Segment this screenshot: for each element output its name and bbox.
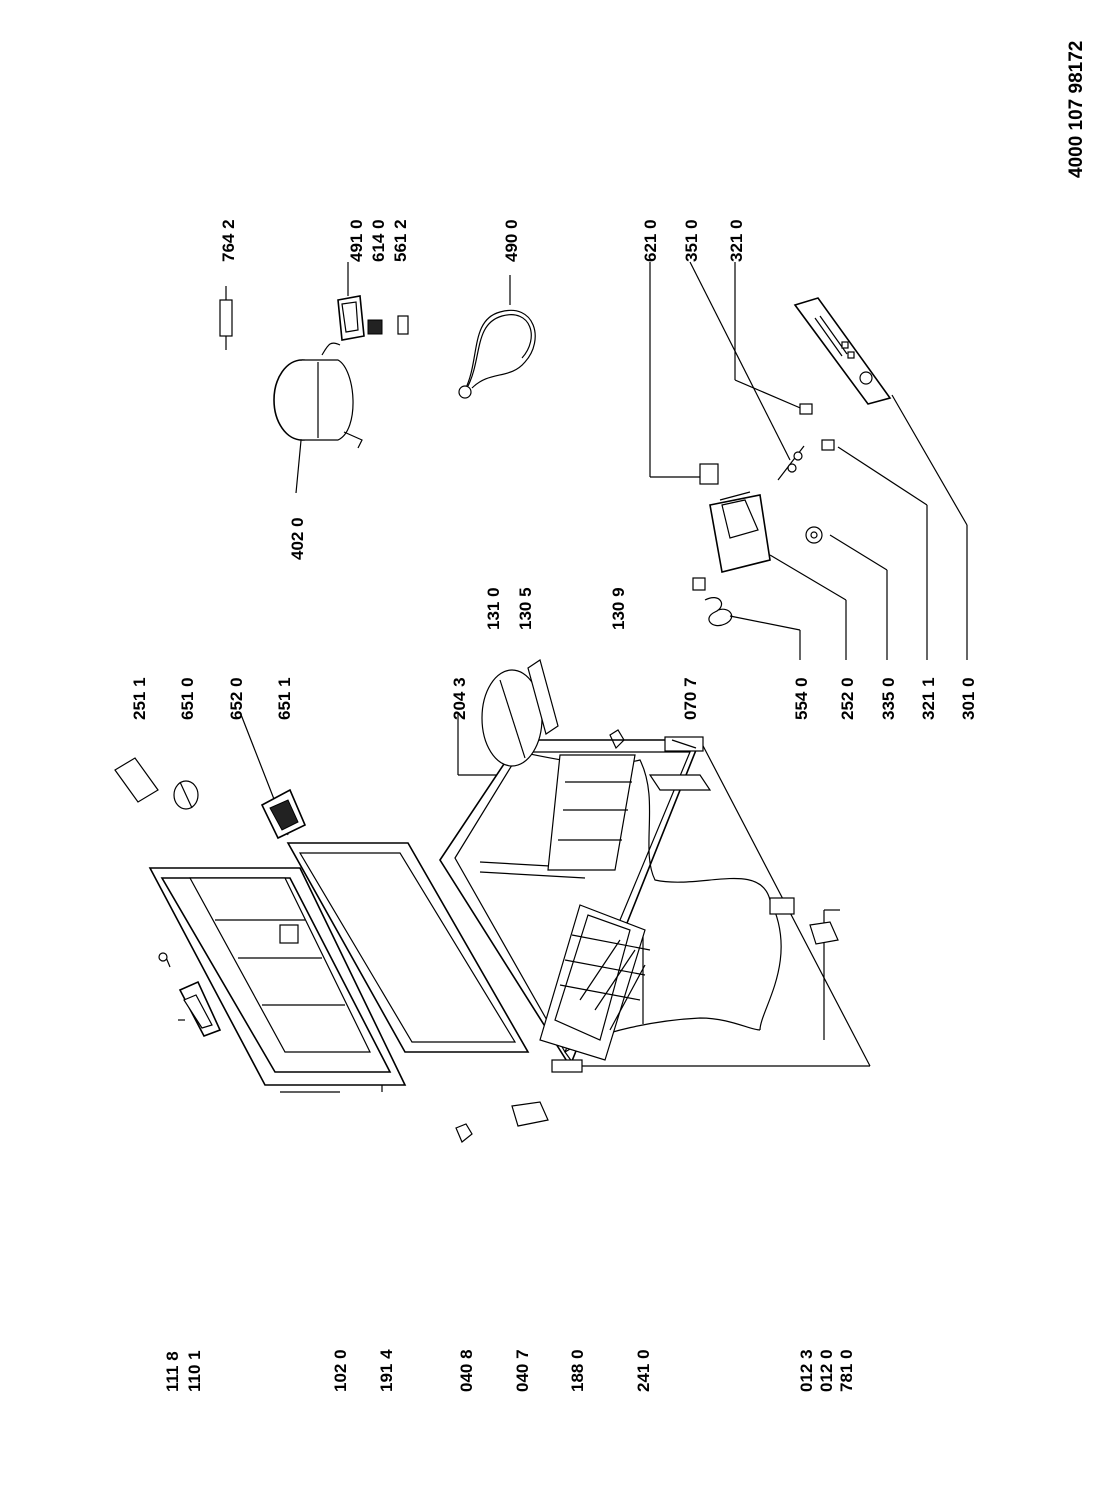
dryer-filter [219,286,233,350]
relay-cover [367,319,383,335]
drain-grille [664,736,704,752]
label-012-3: 012 3 [797,1349,816,1392]
label-040-8: 040 8 [457,1349,476,1392]
plug-part [158,952,168,962]
label-130-9: 130 9 [609,587,628,630]
label-351-0: 351 0 [682,219,701,262]
control-panel [793,297,892,405]
cabinet-foot [551,1059,583,1073]
label-012-0: 012 0 [817,1349,836,1392]
label-301-0: 301 0 [959,677,978,720]
fuse-part [397,315,409,335]
relay-box [337,295,365,341]
corner-bracket [769,897,795,915]
thermostat-box [709,491,771,573]
label-764-2: 764 2 [219,219,238,262]
indicator-lens-2 [799,403,813,415]
label-111-8: 111 8 [163,1351,182,1392]
label-070-7: 070 7 [681,677,700,720]
lid [148,867,407,1086]
indicator-lens [821,439,835,451]
label-130-5: 130 5 [516,587,535,630]
label-490-0: 490 0 [502,219,521,262]
label-131-0: 131 0 [484,587,503,630]
label-251-1: 251 1 [130,677,149,720]
part-labels: 111 8 110 1 102 0 191 4 040 8 040 7 188 … [130,219,978,1392]
label-204-3: 204 3 [450,677,469,720]
label-241-0: 241 0 [634,1349,653,1392]
label-554-0: 554 0 [792,677,811,720]
document-code: 4000 107 98172 [1066,41,1087,178]
label-321-1: 321 1 [919,677,938,720]
hinge-clip [455,1123,473,1143]
thermostat-knob [805,526,823,544]
wire-clip [609,729,625,750]
label-191-4: 191 4 [377,1349,396,1392]
lamp-clip [777,445,805,481]
label-252-0: 252 0 [838,677,857,720]
label-402-0: 402 0 [288,517,307,560]
lamp-holder [260,788,307,840]
lamp [173,780,199,810]
switch-part [699,463,719,485]
label-102-0: 102 0 [331,1349,350,1392]
label-188-0: 188 0 [568,1349,587,1392]
label-491-0: 491 0 [347,219,366,262]
label-561-2: 561 2 [391,219,410,262]
hinge-cover [511,1101,549,1127]
label-651-1: 651 1 [275,677,294,720]
label-335-0: 335 0 [879,677,898,720]
label-781-0: 781 0 [837,1349,856,1392]
compressor [273,342,363,449]
power-cord [458,309,536,399]
label-321-0: 321 0 [727,219,746,262]
lid-handle [178,980,222,1037]
lid-gasket [286,842,530,1053]
label-614-0: 614 0 [369,219,388,262]
label-040-7: 040 7 [513,1349,532,1392]
feet-part [809,921,839,945]
label-652-0: 652 0 [227,677,246,720]
lamp-cover [114,757,159,803]
label-651-0: 651 0 [178,677,197,720]
shelf-bar [527,659,559,735]
lid-latch [279,924,299,944]
basket [539,904,651,1061]
thermostat-coil [692,577,733,627]
label-621-0: 621 0 [641,219,660,262]
label-110-1: 110 1 [185,1350,204,1392]
